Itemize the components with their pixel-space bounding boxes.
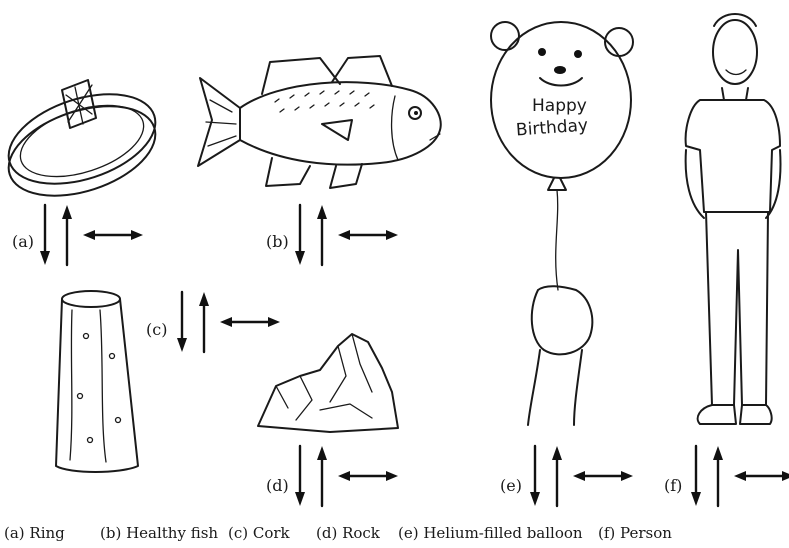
arrows-person bbox=[691, 446, 789, 506]
label-c: (c) bbox=[146, 322, 167, 338]
caption-rock: (d) Rock bbox=[316, 524, 380, 542]
arrows-balloon bbox=[530, 446, 633, 506]
balloon-text-happy: Happy bbox=[532, 98, 587, 114]
label-e: (e) bbox=[500, 478, 522, 494]
label-d: (d) bbox=[266, 478, 289, 494]
arrows-ring bbox=[40, 205, 143, 265]
arrows-rock bbox=[295, 446, 398, 506]
balloon-text-birthday: Birthday bbox=[516, 118, 589, 139]
ring-illustration bbox=[0, 77, 167, 212]
arrows-cork bbox=[177, 292, 280, 352]
label-f: (f) bbox=[664, 478, 682, 494]
fish-illustration bbox=[198, 56, 441, 188]
label-b: (b) bbox=[266, 234, 289, 250]
caption-cork: (c) Cork bbox=[228, 524, 290, 542]
label-a: (a) bbox=[12, 234, 34, 250]
cork-illustration bbox=[56, 291, 138, 472]
arrows-fish bbox=[295, 205, 398, 265]
caption-ring: (a) Ring bbox=[4, 524, 65, 542]
caption-person: (f) Person bbox=[598, 524, 672, 542]
caption-helium-balloon: (e) Helium-filled balloon bbox=[398, 524, 583, 542]
caption-healthy-fish: (b) Healthy fish bbox=[100, 524, 218, 542]
rock-illustration bbox=[258, 334, 398, 432]
balloon-illustration bbox=[491, 22, 633, 425]
person-illustration bbox=[686, 14, 781, 424]
